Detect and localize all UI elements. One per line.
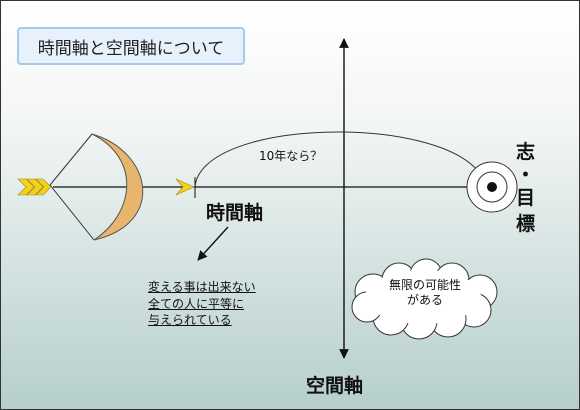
cloud-line: 無限の可能性	[388, 278, 461, 292]
cloud-text: 無限の可能性 がある	[363, 278, 487, 308]
bow-and-arrow-icon	[17, 133, 196, 241]
cloud-icon	[351, 258, 498, 340]
goal-label-line2: 目	[516, 187, 536, 209]
goal-label-dot: ・	[516, 164, 536, 186]
note-line: 全ての人に平等に	[148, 296, 245, 311]
title-box: 時間軸と空間軸について	[17, 27, 245, 65]
time-note: 変える事は出来ない 全ての人に平等に 与えられている	[148, 279, 298, 329]
target-icon	[466, 161, 518, 213]
note-line: 与えられている	[148, 313, 232, 327]
curve-label: 10年なら？	[259, 149, 323, 163]
time-note-arrow	[197, 226, 229, 261]
time-axis-label: 時間軸	[206, 202, 264, 224]
note-line: 変える事は出来ない	[148, 280, 256, 294]
cloud-line: がある	[406, 293, 443, 307]
goal-label-line1: 志	[516, 141, 536, 163]
goal-label: 志 ・ 目 標	[516, 139, 535, 237]
goal-label-line3: 標	[516, 213, 536, 235]
space-axis-label: 空間軸	[306, 375, 364, 397]
ten-years-curve	[194, 131, 481, 188]
